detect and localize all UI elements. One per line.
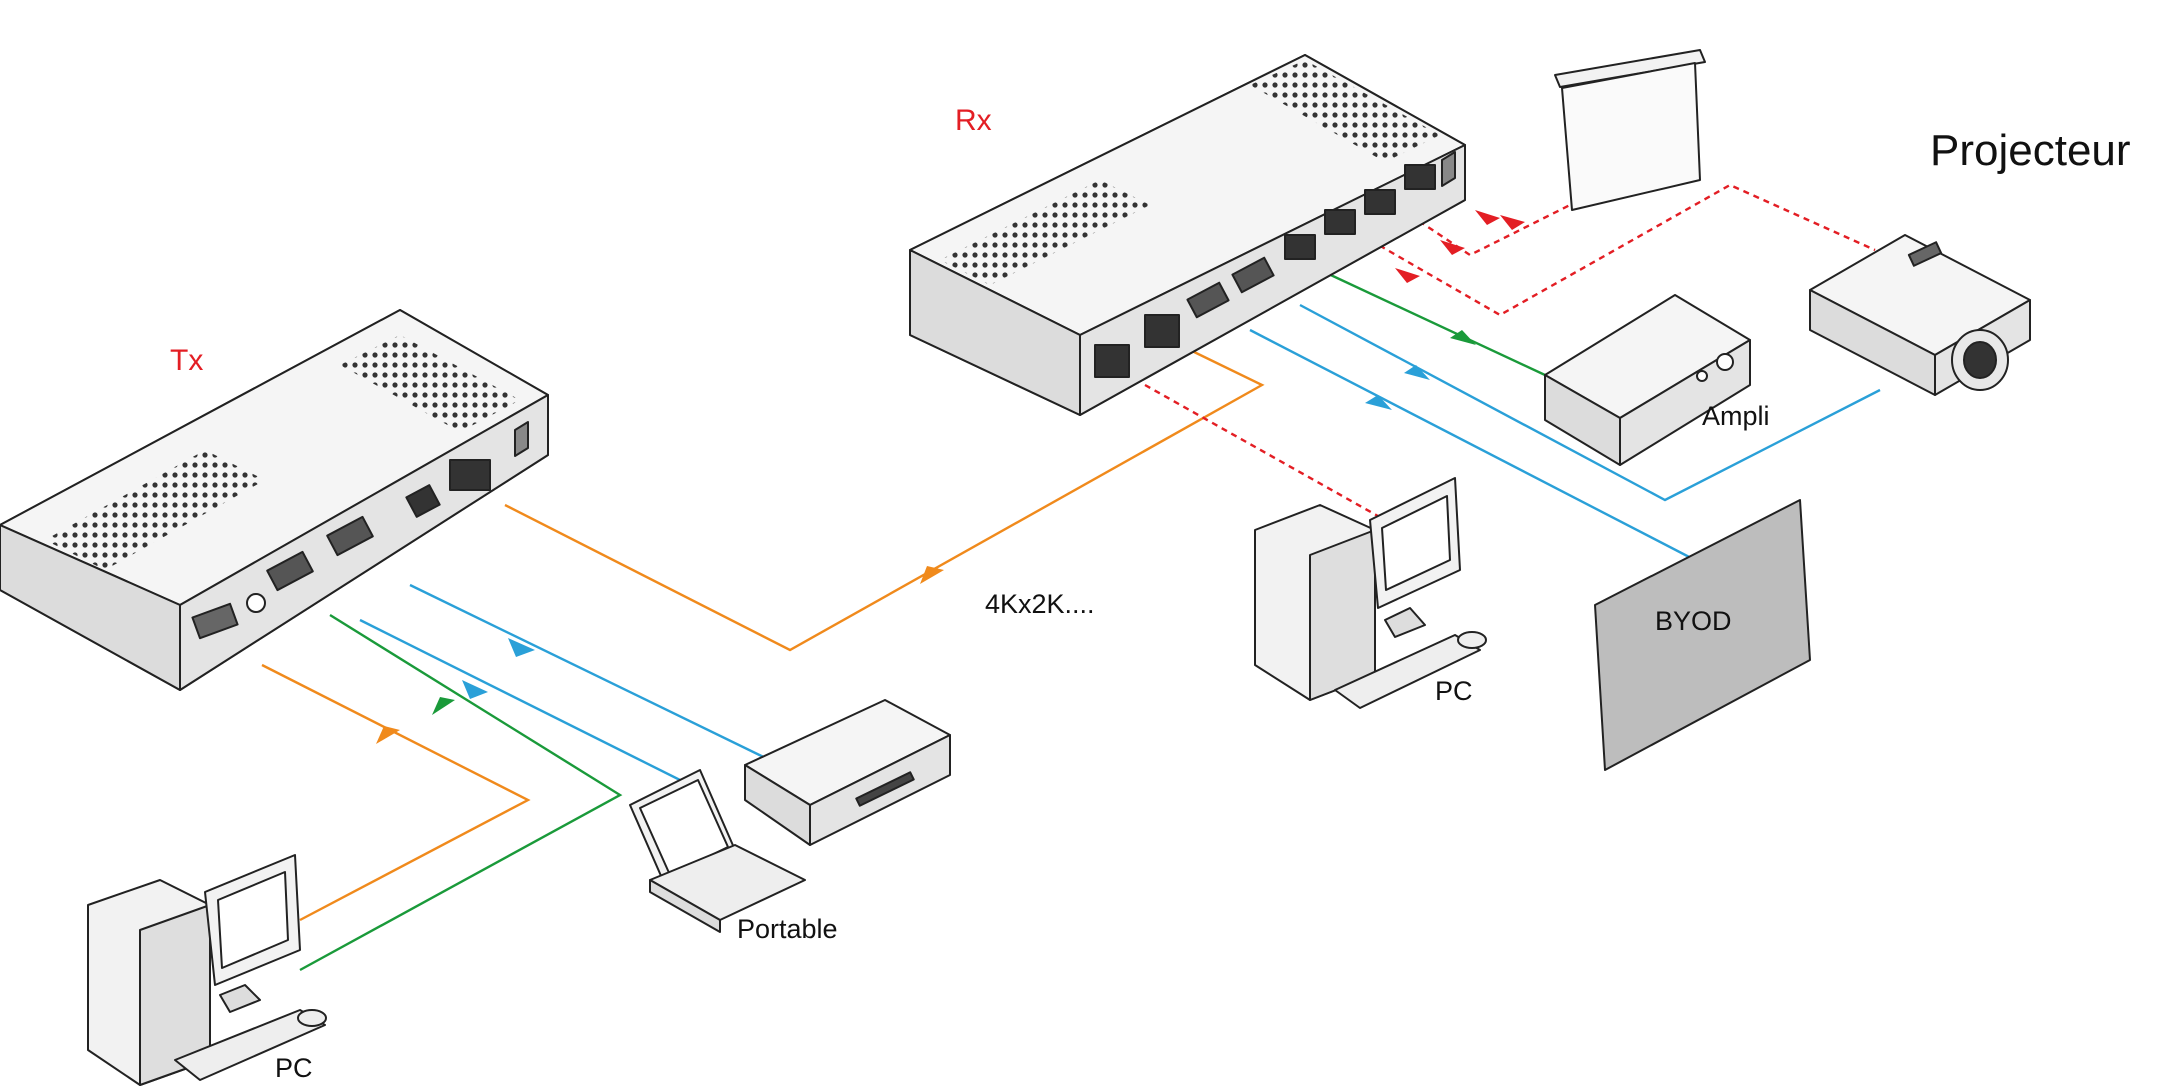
tx-box-icon [0,309,549,691]
cables [261,183,1881,972]
audio-cable-pc [299,613,623,972]
arrow-orange-1 [376,726,400,744]
rx-hdmi-cable-projector [1299,303,1881,502]
projection-screen-icon [1554,49,1706,211]
rx-hdmi-cable-byod [1249,328,1696,562]
projector-icon [1809,234,2031,396]
dvd-player-icon [744,699,951,846]
amplifier-label: Ampli [1702,401,1770,431]
pc-right-label: PC [1435,676,1473,706]
link-label: 4Kx2K.... [985,589,1095,619]
arrow-red-2 [1440,240,1465,255]
arrow-red-1 [1395,268,1420,283]
rx-control-cable-pc [1144,383,1386,522]
arrow-red-3 [1475,210,1500,225]
laptop-label: Portable [737,914,838,944]
hdmi-cable-laptop [359,618,691,787]
arrow-green-ampli [1450,330,1476,345]
arrow-blue-2 [508,638,535,657]
arrow-blue-projector [1404,365,1430,380]
byod-label: BYOD [1655,606,1732,636]
arrow-red-4 [1500,215,1525,230]
tx-label: Tx [170,344,203,377]
hdbaset-link-cable [504,348,1265,652]
laptop-icon [629,769,806,933]
projector-label: Projecteur [1930,126,2131,175]
pc-icon [1254,477,1487,709]
arrow-blue-1 [462,680,488,699]
byod-panel-icon [1594,499,1811,771]
arrow-blue-byod [1365,395,1392,410]
amplifier-icon [1544,294,1751,466]
rx-box-icon [909,54,1466,416]
arrow-orange-link [920,566,944,584]
rx-audio-cable-ampli [1319,268,1546,377]
pc-icon [87,854,327,1086]
rx-control-cable-screen [1409,193,1591,257]
pc-left-label: PC [275,1053,313,1083]
rx-label: Rx [955,104,992,137]
cable-arrows [376,210,1525,744]
arrow-green-1 [432,697,455,715]
hdmi-cable-dvd [409,583,781,767]
rs232-cable-pc [261,663,531,922]
